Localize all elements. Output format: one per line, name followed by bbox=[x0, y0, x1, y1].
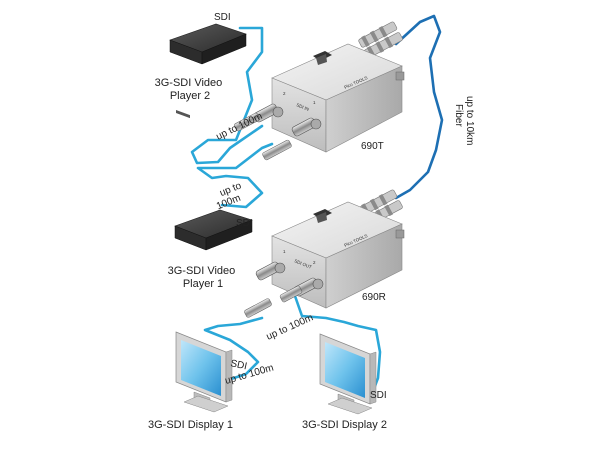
video-player-1 bbox=[174, 209, 253, 251]
label-display2-name: 3G-SDI Display 2 bbox=[302, 419, 387, 431]
label-display1-name: 3G-SDI Display 1 bbox=[148, 419, 233, 431]
label-player1-name: 3G-SDI Video Player 1 bbox=[168, 265, 239, 290]
tx-input-plug-2 bbox=[234, 112, 260, 132]
tx-port1-label: 1 bbox=[313, 100, 316, 105]
label-distance-top: up to 100m bbox=[214, 111, 264, 143]
display-1 bbox=[175, 331, 233, 413]
label-fiber: Fiber up to 10km bbox=[453, 96, 475, 145]
cable-player2-to-transmitter bbox=[190, 26, 264, 165]
transmitter-device: Pico TOOLS 2 1 SDI IN bbox=[234, 43, 405, 161]
rx-output-plug-1 bbox=[244, 298, 272, 318]
rx-port1-label: 1 bbox=[283, 249, 286, 254]
label-player1-name-line1: 3G-SDI Video bbox=[168, 265, 236, 277]
rx-sdi-out-label: SDI OUT bbox=[294, 258, 313, 270]
rx-output-plug-2 bbox=[279, 285, 303, 303]
label-sdi-display2: SDI bbox=[370, 390, 387, 401]
cables bbox=[190, 14, 444, 396]
cable-receiver-to-display1 bbox=[203, 316, 264, 382]
label-fiber-line1: Fiber bbox=[453, 104, 464, 127]
label-fiber-line2: up to 10km bbox=[464, 96, 475, 145]
tx-bnc-connector-2 bbox=[253, 103, 284, 123]
cable-receiver-to-display2 bbox=[293, 294, 382, 396]
tx-port2-label: 2 bbox=[283, 91, 286, 96]
cable-player1-to-transmitter bbox=[196, 142, 274, 209]
label-sdi-display1: SDI bbox=[229, 358, 248, 372]
receiver-device: Pico TOOLS 1 2 SDI OUT bbox=[244, 201, 405, 318]
label-player2-name-line1: 3G-SDI Video bbox=[155, 77, 223, 89]
label-player2-name-line2: Player 2 bbox=[170, 90, 210, 102]
tx-input-plug-1 bbox=[262, 139, 292, 161]
label-player1-name-line2: Player 1 bbox=[183, 278, 223, 290]
label-distance-bottom: up to 100m bbox=[265, 312, 315, 342]
tx-bnc-connector-1 bbox=[291, 117, 322, 137]
video-player-2 bbox=[169, 23, 247, 119]
label-receiver: 690R bbox=[362, 292, 386, 303]
label-distance-mid-line2: 100m bbox=[215, 193, 242, 213]
display-2 bbox=[319, 333, 377, 415]
rx-bnc-connector-1 bbox=[255, 261, 286, 281]
rx-port2-label: 2 bbox=[313, 260, 316, 265]
fiber-link bbox=[394, 14, 444, 200]
label-sdi-player1: SDI bbox=[236, 218, 253, 229]
label-sdi-player2: SDI bbox=[214, 12, 231, 23]
label-player2-name: 3G-SDI Video Player 2 bbox=[155, 77, 226, 102]
tx-sdi-in-label: SDI IN bbox=[296, 102, 310, 112]
label-transmitter: 690T bbox=[361, 141, 384, 152]
